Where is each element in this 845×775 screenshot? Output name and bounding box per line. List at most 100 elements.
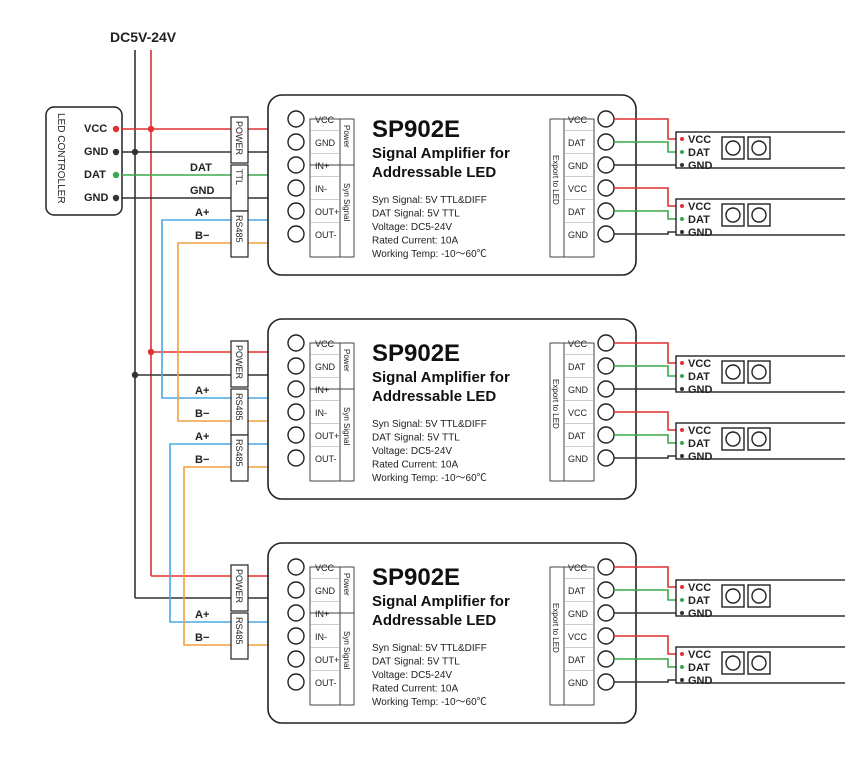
output-screw-gnd [597, 156, 615, 174]
output-screw-dat [597, 133, 615, 151]
dat-wire-label: DAT [190, 162, 212, 174]
terminal-block-right [549, 566, 595, 706]
strip-pin-dot [680, 150, 684, 154]
module-model: SP902E [372, 340, 460, 367]
tag-label: TTL [234, 169, 244, 185]
strip-pin-dot [680, 163, 684, 167]
module-spec: Working Temp: -10～60℃ [372, 473, 487, 484]
strip-wire [614, 679, 680, 683]
terminal-block-left [309, 118, 355, 258]
output-screw-dat [597, 650, 615, 668]
module-spec: DAT Signal: 5V TTL [372, 433, 460, 444]
terminal-label: OUT+ [315, 655, 339, 665]
signal-group-label: Syn Signal [342, 407, 351, 445]
module-spec: Voltage: DC5-24V [372, 222, 452, 233]
strip-wire [614, 566, 680, 588]
led-lens [751, 140, 767, 156]
strip-pin-dot [680, 374, 684, 378]
output-terminal-label: DAT [568, 431, 586, 441]
terminal-label: GND [315, 362, 336, 372]
junction-gnd-1 [131, 148, 139, 156]
tag-label: RS485 [234, 439, 244, 467]
tag-rs485 [230, 434, 249, 482]
output-screw-gnd [597, 380, 615, 398]
terminal-block-right [549, 118, 595, 258]
gnd-wire-label: GND [190, 185, 215, 197]
strip-pin-dot [680, 665, 684, 669]
led-lens [725, 207, 741, 223]
led-controller-title: LED CONTROLLER [55, 113, 66, 204]
led-lens [751, 431, 767, 447]
strip-pin-label: DAT [688, 147, 710, 159]
terminal-screw-inm [287, 627, 305, 645]
module-subtitle-2: Addressable LED [372, 612, 496, 629]
module-model: SP902E [372, 564, 460, 591]
strip-wire [614, 118, 680, 140]
module-spec: Rated Current: 10A [372, 236, 458, 247]
strip-pin-label: DAT [688, 371, 710, 383]
strip-pin-label: VCC [688, 649, 711, 661]
strip-pin-label: VCC [688, 582, 711, 594]
strip-wire [614, 342, 680, 364]
strip-pin-dot [680, 678, 684, 682]
terminal-screw-gnd [287, 581, 305, 599]
module-spec: Working Temp: -10～60℃ [372, 697, 487, 708]
module-model: SP902E [372, 116, 460, 143]
module-subtitle-2: Addressable LED [372, 164, 496, 181]
strip-pin-label: GND [688, 608, 713, 620]
output-screw-dat [597, 202, 615, 220]
terminal-label: VCC [315, 115, 335, 125]
terminal-screw-inp [287, 380, 305, 398]
output-terminal-label: VCC [568, 339, 588, 349]
output-terminal-label: GND [568, 385, 589, 395]
output-screw-vcc [597, 334, 615, 352]
controller-pin-vcc: VCC [84, 123, 107, 135]
output-screw-dat [597, 581, 615, 599]
strip-pin-label: VCC [688, 425, 711, 437]
strip-pin-label: VCC [688, 134, 711, 146]
terminal-label: GND [315, 138, 336, 148]
output-terminal-label: VCC [568, 184, 588, 194]
strip-pin-label: GND [688, 227, 713, 239]
terminal-label: VCC [315, 563, 335, 573]
a-plus-label-4: A+ [195, 609, 209, 621]
output-screw-dat [597, 357, 615, 375]
module-spec: Rated Current: 10A [372, 684, 458, 695]
terminal-screw-outm [287, 673, 305, 691]
strip-pin-label: DAT [688, 438, 710, 450]
module-case [267, 94, 637, 276]
output-terminal-label: DAT [568, 655, 586, 665]
output-group-label: Export to LED [551, 379, 560, 429]
strip-pin-dot [680, 441, 684, 445]
tag-label: POWER [234, 569, 244, 604]
strip-pin-dot [680, 585, 684, 589]
strip-pin-dot [680, 387, 684, 391]
terminal-label: VCC [315, 339, 335, 349]
output-terminal-label: GND [568, 454, 589, 464]
output-terminal-label: GND [568, 609, 589, 619]
output-group-label: Export to LED [551, 155, 560, 205]
strip-pin-dot [680, 361, 684, 365]
led-lens [751, 655, 767, 671]
strip-pin-label: GND [688, 384, 713, 396]
strip-wire [614, 658, 680, 668]
terminal-screw-outp [287, 650, 305, 668]
controller-pin-dat: DAT [84, 169, 106, 181]
strip-wire [614, 455, 680, 459]
terminal-screw-outp [287, 202, 305, 220]
junction-gnd-2 [131, 371, 139, 379]
output-terminal-label: GND [568, 678, 589, 688]
tag-label: RS485 [234, 617, 244, 645]
terminal-label: OUT+ [315, 431, 339, 441]
terminal-label: IN+ [315, 385, 329, 395]
tag-rs485 [230, 612, 249, 660]
terminal-screw-inm [287, 179, 305, 197]
terminal-screw-outp [287, 426, 305, 444]
module-spec: Working Temp: -10～60℃ [372, 249, 487, 260]
strip-pin-dot [680, 598, 684, 602]
output-screw-vcc [597, 403, 615, 421]
junction-vcc-1 [147, 125, 155, 133]
led-lens [751, 207, 767, 223]
